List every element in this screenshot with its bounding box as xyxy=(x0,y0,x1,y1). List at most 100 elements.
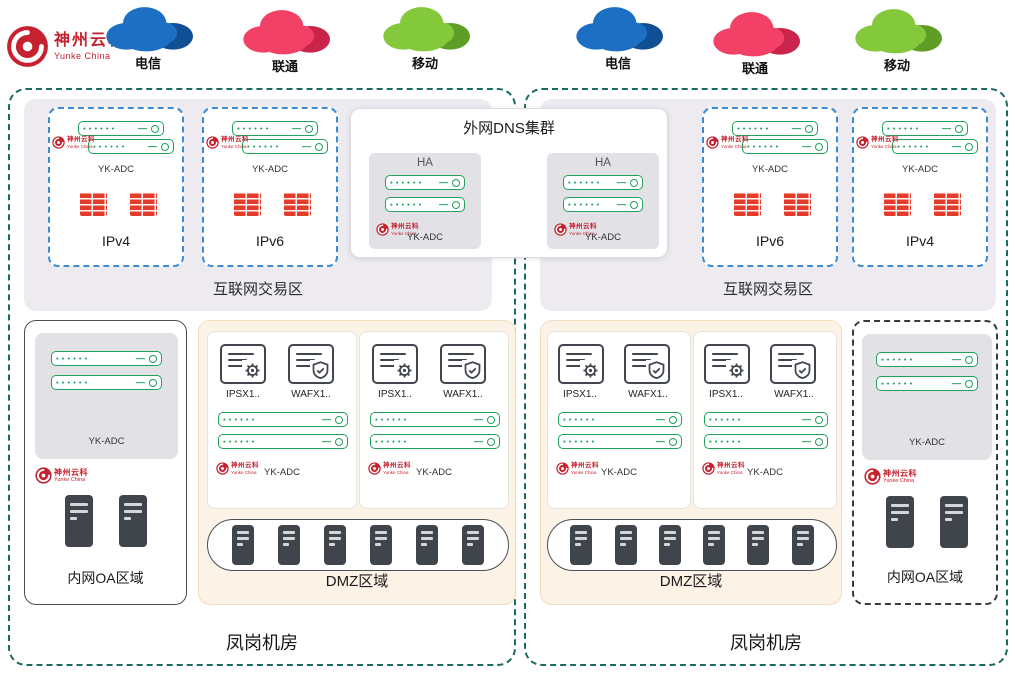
cloud-telecom-left: 电信 xyxy=(93,3,203,72)
waf-label: WAFX1.. xyxy=(443,389,483,400)
device-label: YK-ADC xyxy=(88,436,125,447)
adc-appliance-icon xyxy=(218,434,348,449)
adc-appliance-icon xyxy=(563,175,643,190)
firewall-icon xyxy=(284,192,311,216)
gear-icon xyxy=(394,360,415,381)
logo-subtitle: Yunke China xyxy=(871,143,897,149)
internet-zone-label: 互联网交易区 xyxy=(212,281,303,298)
server-row xyxy=(207,519,509,571)
server-icon xyxy=(886,496,914,548)
logo-subtitle: Yunke China xyxy=(231,469,257,475)
server-icon xyxy=(791,525,814,565)
logo-name: 神州云科 xyxy=(883,468,917,478)
oa-zone-label: 内网OA区域 xyxy=(67,570,144,586)
adc-appliance-icon xyxy=(218,412,348,427)
adc-device-panel: YK-ADC xyxy=(35,333,178,459)
device-label: YK-ADC xyxy=(902,164,938,175)
cloud-mobile-right: 移动 xyxy=(842,5,952,74)
gear-icon xyxy=(242,360,263,381)
ips-icon xyxy=(372,344,418,384)
ip-version-label: IPv4 xyxy=(905,233,934,249)
room-label: 凤岗机房 xyxy=(730,633,802,653)
firewall-icon xyxy=(130,192,157,216)
logo-name: 神州云科 xyxy=(231,462,259,470)
logo-subtitle: Yunke China xyxy=(54,50,111,61)
adc-appliance-icon xyxy=(88,139,174,154)
cloud-label: 电信 xyxy=(604,56,631,71)
logo-subtitle: Yunke China xyxy=(383,469,409,475)
adc-appliance-icon xyxy=(370,412,500,427)
waf-icon xyxy=(770,344,816,384)
adc-appliance-icon xyxy=(385,175,465,190)
adc-appliance-icon xyxy=(51,351,162,366)
device-label: YK-ADC xyxy=(747,467,783,478)
ips-label: IPSX1.. xyxy=(563,389,597,400)
adc-appliance-icon xyxy=(876,352,978,367)
server-icon xyxy=(370,525,392,565)
waf-label: WAFX1.. xyxy=(774,389,814,400)
ip-version-label: IPv4 xyxy=(101,233,130,249)
server-icon xyxy=(65,495,93,547)
waf-icon xyxy=(624,344,670,384)
server-icon xyxy=(324,525,346,565)
firewall-icon xyxy=(784,192,811,216)
cloud-icon xyxy=(713,12,800,57)
cloud-icon xyxy=(243,10,330,55)
swirl-icon xyxy=(35,467,52,484)
logo-name: 神州云科 xyxy=(391,223,419,231)
device-label: YK-ADC xyxy=(601,467,637,478)
waf-icon xyxy=(440,344,486,384)
adc-appliance-icon xyxy=(385,197,465,212)
adc-appliance-icon xyxy=(704,434,828,449)
ips-icon xyxy=(558,344,604,384)
ha-label: HA xyxy=(417,157,433,169)
waf-icon xyxy=(288,344,334,384)
device-label: YK-ADC xyxy=(252,164,288,175)
cloud-icon xyxy=(576,7,663,52)
adc-appliance-icon xyxy=(876,376,978,391)
swirl-icon xyxy=(206,136,219,149)
firewall-icon xyxy=(734,192,761,216)
logo-name: 神州云科 xyxy=(383,462,411,470)
cloud-icon xyxy=(383,7,470,52)
adc-appliance-icon xyxy=(563,197,643,212)
logo-subtitle: Yunke China xyxy=(54,476,86,483)
ha-label: HA xyxy=(595,157,611,169)
device-label: YK-ADC xyxy=(585,232,621,243)
adc-appliance-icon xyxy=(558,412,682,427)
server-icon xyxy=(658,525,681,565)
dns-cluster-title: 外网DNS集群 xyxy=(463,120,555,137)
logo-name: 神州云科 xyxy=(569,223,597,231)
device-label: YK-ADC xyxy=(407,232,443,243)
firewall-icon xyxy=(884,192,911,216)
logo-subtitle: Yunke China xyxy=(571,469,597,475)
server-icon xyxy=(278,525,300,565)
server-icon xyxy=(119,495,147,547)
adc-appliance-icon xyxy=(78,121,164,136)
internet-zone-label: 互联网交易区 xyxy=(722,281,813,298)
adc-appliance-icon xyxy=(892,139,978,154)
adc-appliance-icon xyxy=(732,121,818,136)
ips-label: IPSX1.. xyxy=(226,389,260,400)
cloud-unicom-right: 联通 xyxy=(700,8,810,77)
server-icon xyxy=(703,525,726,565)
logo-subtitle: Yunke China xyxy=(717,469,743,475)
cloud-icon xyxy=(106,7,193,52)
